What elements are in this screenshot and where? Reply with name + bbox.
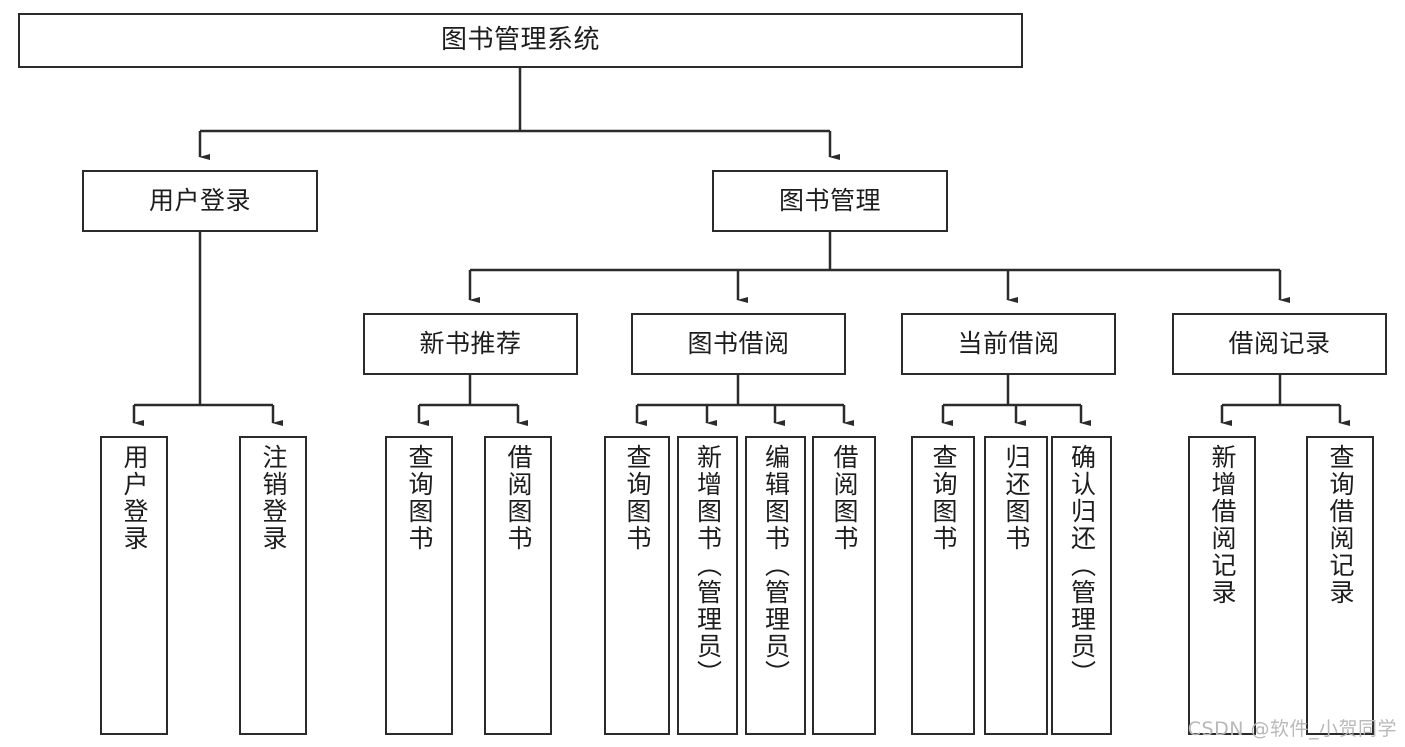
node-leaf-query-book-borrow[interactable]: 查询图书	[604, 436, 670, 735]
node-leaf-borrow-book[interactable]: 借阅图书	[812, 436, 876, 735]
node-new-book-recommend[interactable]: 新书推荐	[363, 313, 578, 375]
node-book-manage[interactable]: 图书管理	[712, 170, 948, 232]
node-book-borrow-label: 图书借阅	[687, 329, 790, 359]
node-leaf-user-login[interactable]: 用户登录	[100, 436, 168, 735]
node-user-login[interactable]: 用户登录	[82, 170, 318, 232]
node-leaf-edit-book[interactable]: 编辑图书（管理员）	[745, 436, 806, 735]
node-leaf-query-book-rec-label: 查询图书	[405, 444, 434, 552]
node-book-borrow[interactable]: 图书借阅	[631, 313, 846, 375]
node-leaf-edit-book-label: 编辑图书（管理员）	[761, 444, 791, 687]
node-book-manage-label: 图书管理	[778, 186, 881, 216]
node-leaf-query-book-borrow-label: 查询图书	[623, 444, 652, 552]
node-leaf-add-book[interactable]: 新增图书（管理员）	[677, 436, 738, 735]
node-leaf-query-book-cur-label: 查询图书	[929, 444, 958, 552]
node-leaf-add-record-label: 新增借阅记录	[1208, 444, 1237, 606]
node-leaf-borrow-book-label: 借阅图书	[830, 444, 859, 552]
node-leaf-return-book[interactable]: 归还图书	[984, 436, 1048, 735]
node-leaf-add-book-label: 新增图书（管理员）	[693, 444, 723, 687]
node-leaf-user-logout[interactable]: 注销登录	[239, 436, 307, 735]
node-leaf-query-record[interactable]: 查询借阅记录	[1306, 436, 1374, 735]
node-leaf-confirm-return-label: 确认归还（管理员）	[1067, 444, 1097, 687]
node-current-borrow[interactable]: 当前借阅	[901, 313, 1116, 375]
node-leaf-user-logout-label: 注销登录	[259, 444, 288, 552]
node-leaf-return-book-label: 归还图书	[1002, 444, 1031, 552]
node-leaf-add-record[interactable]: 新增借阅记录	[1188, 436, 1256, 735]
node-leaf-query-book-cur[interactable]: 查询图书	[911, 436, 975, 735]
node-leaf-confirm-return[interactable]: 确认归还（管理员）	[1051, 436, 1112, 735]
node-current-borrow-label: 当前借阅	[957, 329, 1060, 359]
node-new-book-recommend-label: 新书推荐	[419, 329, 522, 359]
node-root[interactable]: 图书管理系统	[18, 13, 1023, 68]
node-user-login-label: 用户登录	[148, 186, 251, 216]
node-borrow-record-label: 借阅记录	[1228, 329, 1331, 359]
node-leaf-borrow-book-rec-label: 借阅图书	[504, 444, 533, 552]
node-leaf-query-record-label: 查询借阅记录	[1326, 444, 1355, 606]
csdn-watermark: CSDN @软件_小贺同学	[1187, 718, 1397, 740]
node-leaf-user-login-label: 用户登录	[120, 444, 149, 552]
node-borrow-record[interactable]: 借阅记录	[1172, 313, 1387, 375]
node-leaf-query-book-rec[interactable]: 查询图书	[385, 436, 453, 735]
node-root-label: 图书管理系统	[440, 25, 600, 56]
node-leaf-borrow-book-rec[interactable]: 借阅图书	[484, 436, 552, 735]
